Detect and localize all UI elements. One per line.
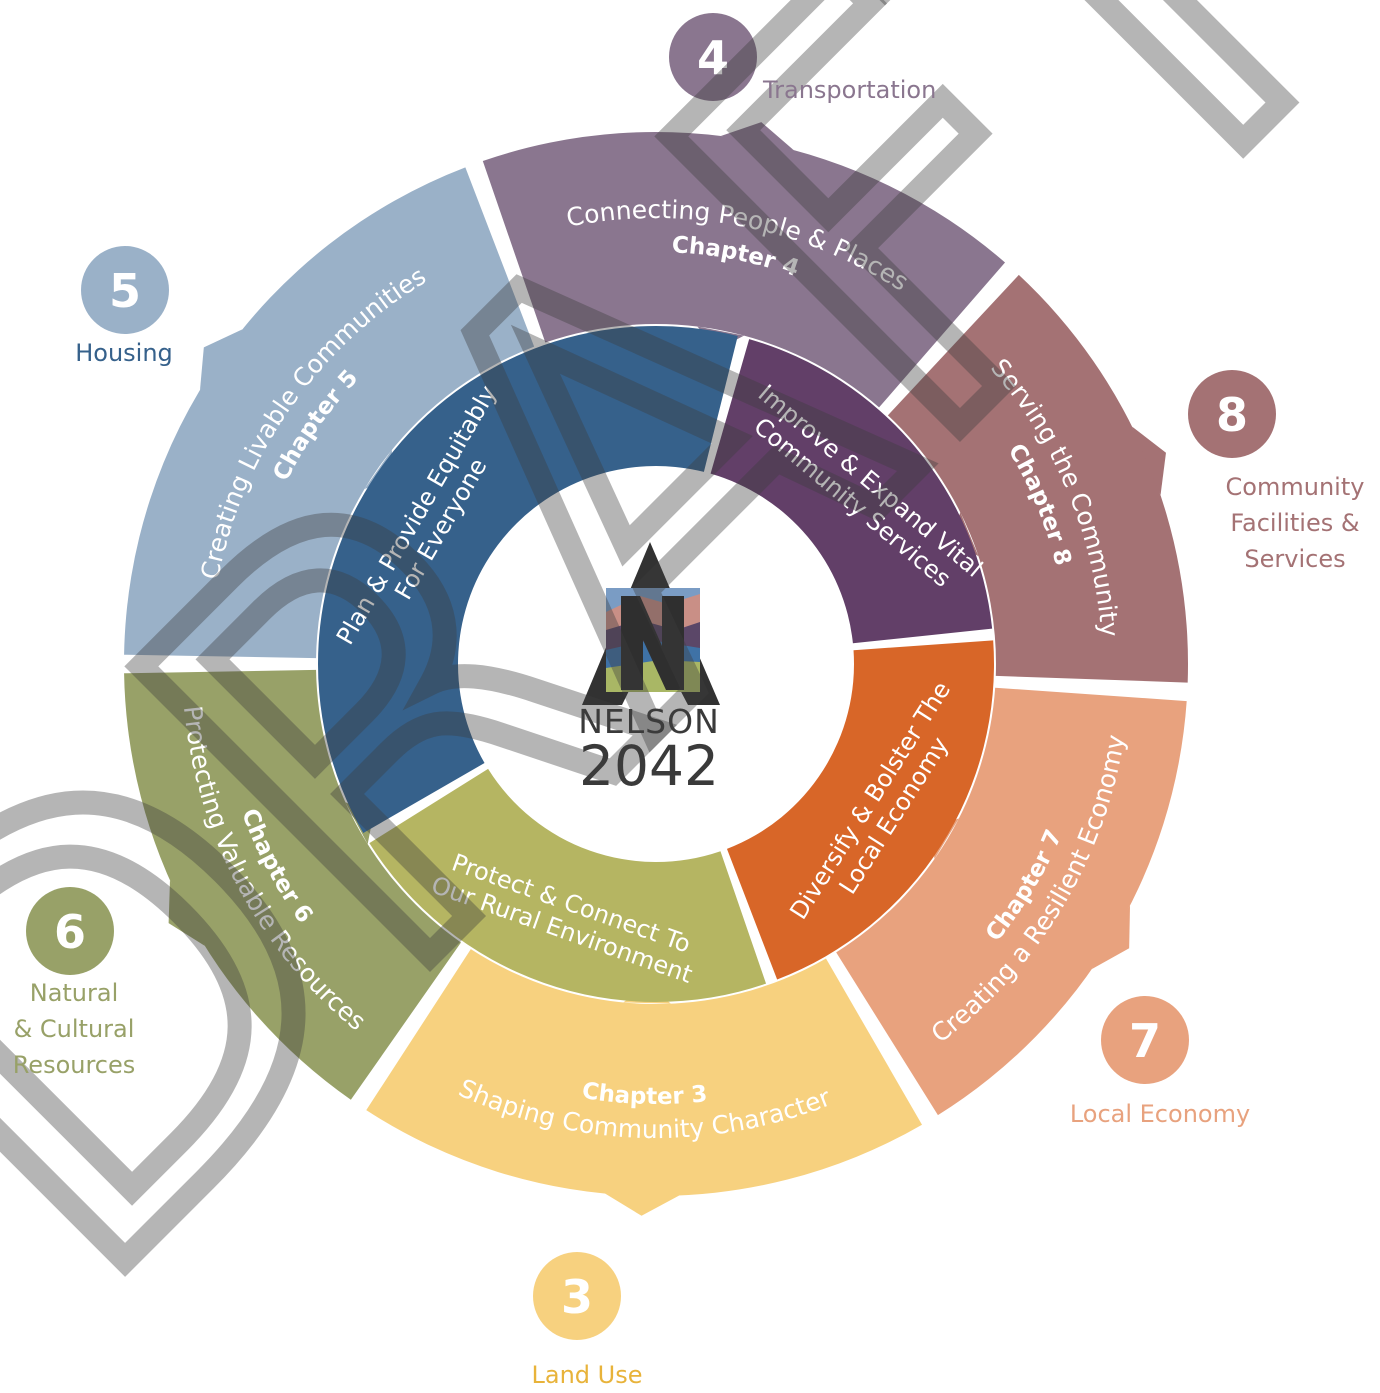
topic-number: 4: [697, 31, 729, 85]
nelson-2042-logo: NELSON 2042: [460, 468, 852, 860]
inner-segment-shape: [710, 339, 993, 644]
topic-badge-4: 4: [669, 13, 757, 101]
outer-arrow-out: [1132, 426, 1166, 496]
outer-segment-shape: [887, 274, 1189, 683]
logo-year-text: 2042: [579, 734, 719, 798]
topic-label-line: Services: [1244, 545, 1346, 573]
topic-number-circle: [1101, 996, 1189, 1084]
topic-badge-5: 5: [81, 246, 169, 334]
topic-number-circle: [81, 246, 169, 334]
topic-label-4: Transportation: [763, 72, 936, 108]
logo-n-letter: [621, 596, 684, 690]
outer-arrow-out: [199, 329, 243, 390]
topic-label-line: Transportation: [763, 76, 937, 104]
outer-arrow-out: [720, 122, 794, 151]
outer-segment-shape: [366, 949, 922, 1197]
topic-number-circle: [533, 1252, 621, 1340]
outer-arrow-out: [168, 880, 205, 946]
topic-label-line: Natural: [29, 979, 119, 1007]
topic-number-circle: [1188, 370, 1276, 458]
topic-badge-8: 8: [1188, 370, 1276, 458]
topic-label-line: Community: [1225, 473, 1365, 501]
outer-arrow-out: [605, 1193, 680, 1216]
topic-number: 5: [109, 264, 141, 318]
topic-label-line: Facilities &: [1230, 509, 1360, 537]
topic-label-line: Housing: [75, 339, 173, 367]
topic-number: 7: [1129, 1014, 1161, 1068]
inner-segment-shape: [726, 640, 995, 980]
outer-arrow-out: [1091, 905, 1131, 970]
logo-name-text: NELSON: [578, 702, 720, 741]
outer-segment-shape: [836, 687, 1187, 1116]
topic-label-line: & Cultural: [13, 1015, 135, 1043]
topic-badge-7: 7: [1101, 996, 1189, 1084]
topic-label-line: Land Use: [531, 1361, 643, 1389]
topic-number: 3: [561, 1270, 593, 1324]
topic-label-3: Land Use: [467, 1357, 707, 1393]
topic-number-circle: [26, 887, 114, 975]
topic-number-circle: [669, 13, 757, 101]
topic-number: 6: [54, 905, 86, 959]
inner-segment-shape: [369, 768, 767, 1003]
topic-label-5: Housing: [4, 335, 244, 371]
topic-label-line: Local Economy: [1069, 1100, 1251, 1128]
topic-circles: 4 8 7 3 6 5: [26, 13, 1276, 1340]
outer-segment-shape: [124, 167, 535, 659]
topic-badge-6: 6: [26, 887, 114, 975]
outer-segment-shape: [482, 131, 1006, 408]
topic-label-line: Resources: [12, 1051, 136, 1079]
topic-label-7: Local Economy: [1040, 1096, 1280, 1132]
inner-segment-shape: [317, 325, 738, 833]
topic-badge-3: 3: [533, 1252, 621, 1340]
topic-number: 8: [1216, 388, 1248, 442]
outer-segment-shape: [124, 669, 461, 1100]
